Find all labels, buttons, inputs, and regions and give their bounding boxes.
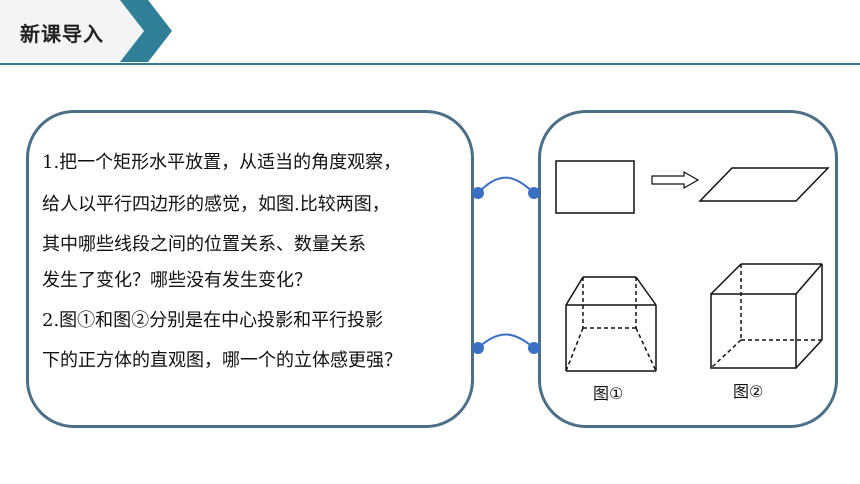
question-2-line-2: 下的正方体的直观图，哪一个的立体感更强？	[42, 350, 402, 371]
question-2-line-1: 2.图①和图②分别是在中心投影和平行投影	[42, 310, 384, 331]
central-projection-cube	[565, 276, 657, 372]
question-1-line-1: 1.把一个矩形水平放置，从适当的角度观察，	[42, 152, 402, 173]
question-1-line-2: 给人以平行四边形的感觉，如图.比较两图，	[42, 194, 390, 215]
connector-bottom	[472, 333, 540, 354]
connector-top	[472, 176, 540, 199]
header-decoration	[0, 0, 860, 65]
header-chevron-accent	[120, 0, 172, 62]
question-panel	[26, 110, 474, 428]
figure-1-label: 图①	[593, 384, 624, 403]
page-title: 新课导入	[20, 22, 104, 46]
rectangle-figure	[555, 160, 635, 214]
parallelogram-figure	[698, 167, 830, 202]
question-1-line-4: 发生了变化？哪些没有发生变化？	[42, 270, 312, 291]
header-title-background	[0, 0, 140, 62]
figure-2-label: 图②	[733, 382, 764, 401]
transform-arrow	[651, 170, 700, 190]
question-1-line-3: 其中哪些线段之间的位置关系、数量关系	[42, 234, 366, 255]
parallel-projection-cube	[710, 263, 823, 369]
header-bar: 新课导入	[0, 0, 860, 70]
figure-panel	[538, 110, 838, 428]
